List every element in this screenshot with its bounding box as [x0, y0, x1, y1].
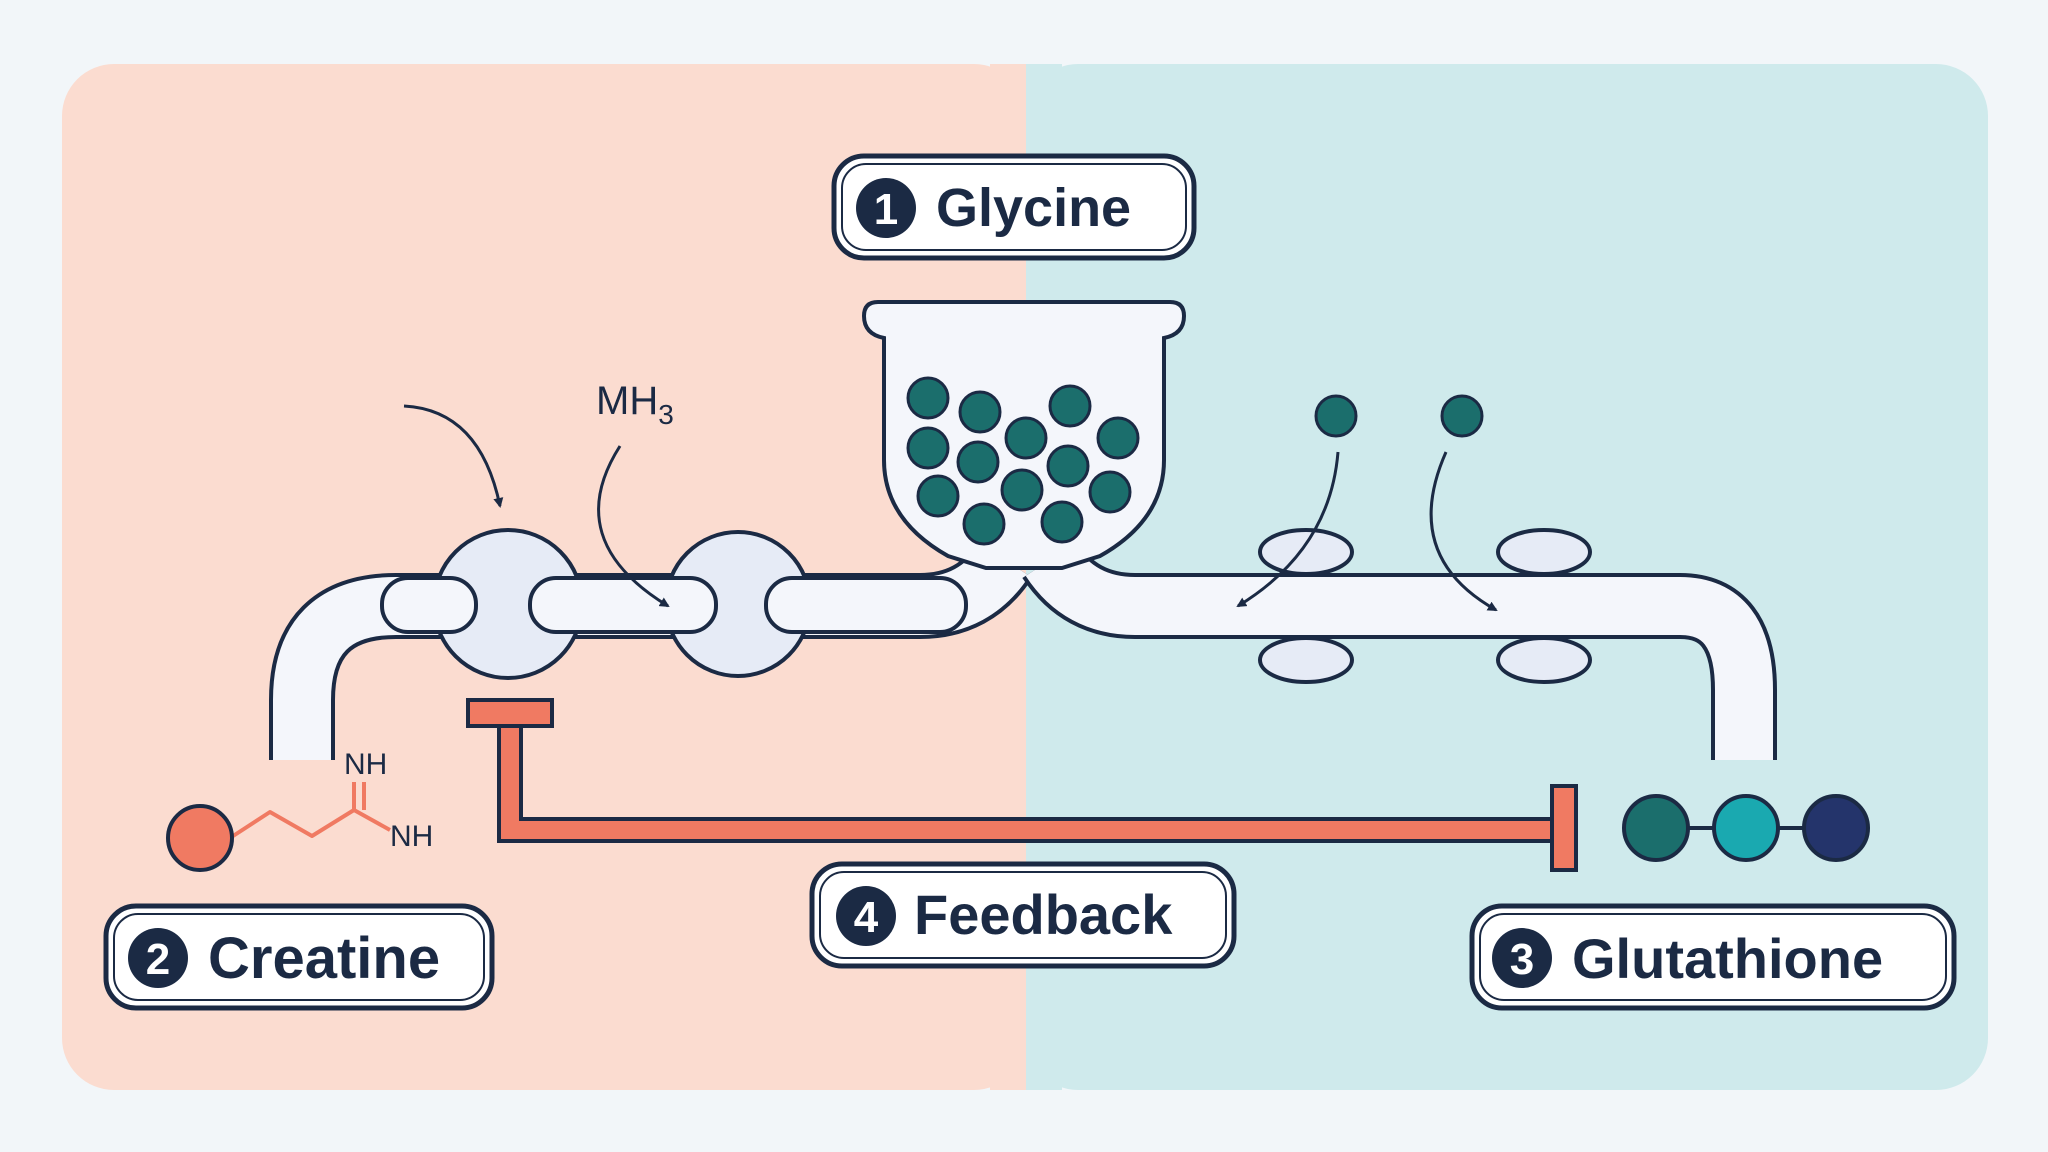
glycine-dot	[1096, 416, 1140, 460]
glycine-dot	[958, 390, 1002, 434]
glycine-label-num: 1	[874, 185, 898, 234]
feedback-label-text: Feedback	[914, 883, 1173, 946]
right-pipe	[1022, 540, 1777, 760]
mh3-arrow	[597, 445, 670, 608]
glycine-label-text: Glycine	[936, 178, 1131, 238]
feedback-label: 4 Feedback	[809, 861, 1237, 969]
glycine-dot	[916, 474, 960, 518]
glycine-dot	[962, 502, 1006, 546]
glycine-molecule-1	[1314, 394, 1358, 438]
inhibition-bar-icon	[466, 698, 1578, 872]
feedback-label-num: 4	[854, 893, 879, 942]
glycine-dot	[1040, 500, 1084, 544]
glutathione-label-num: 3	[1510, 935, 1534, 984]
glycine-dot	[906, 376, 950, 420]
nh-bottom-label: NH	[390, 820, 433, 853]
glycine-dot	[1048, 384, 1092, 428]
uptake-arrow-1	[1236, 451, 1340, 608]
nh-top-label: NH	[344, 748, 387, 781]
creatine-label: 2 Creatine	[103, 903, 495, 1011]
glycine-dot	[956, 440, 1000, 484]
glycine-dot	[1046, 444, 1090, 488]
transporter-icon-1	[1258, 528, 1354, 684]
glycine-dot	[906, 426, 950, 470]
creatine-label-num: 2	[146, 935, 170, 984]
glycine-label: 1 Glycine	[831, 153, 1197, 261]
glycine-dot	[1088, 470, 1132, 514]
glycine-dot	[1004, 416, 1048, 460]
glycine-dot	[1000, 468, 1044, 512]
glycine-dots	[906, 376, 1140, 546]
transporter-icon-2	[1496, 528, 1592, 684]
creatine-label-text: Creatine	[208, 926, 440, 991]
glutathione-tripeptide-icon	[1622, 794, 1870, 862]
glycine-molecule-2	[1440, 394, 1484, 438]
uptake-arrow-2	[1429, 451, 1498, 612]
creatine-molecule-icon: NH NH	[166, 748, 433, 872]
glycine-pool-icon	[861, 300, 1187, 570]
pipe-links	[380, 576, 968, 634]
glutathione-label-text: Glutathione	[1572, 927, 1883, 990]
glutathione-label: 3 Glutathione	[1469, 903, 1957, 1011]
substrate-arrow	[403, 404, 504, 508]
mh3-label: MH3	[596, 379, 674, 430]
